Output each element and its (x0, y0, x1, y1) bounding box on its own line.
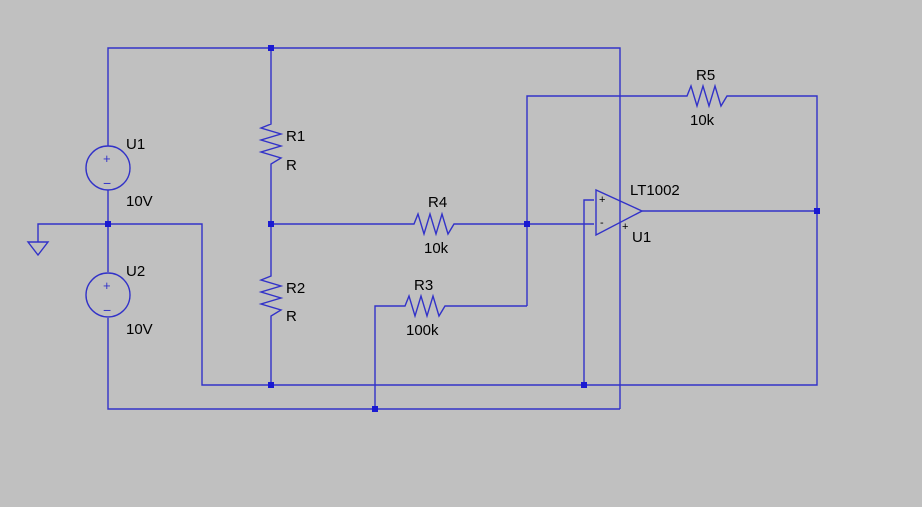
u1-minus-sign: − (103, 175, 111, 191)
wire-r3-left[interactable] (374, 305, 401, 409)
resistor-r1[interactable] (258, 120, 284, 170)
resistor-r2[interactable] (258, 272, 284, 322)
junction-dot (268, 382, 274, 388)
ground-icon (26, 241, 50, 257)
u2-plus-sign: + (103, 278, 111, 293)
r4-ref: R4 (428, 194, 447, 211)
opamp-triangle[interactable] (595, 188, 644, 237)
r4-value: 10k (424, 240, 449, 257)
wire-bottom-rail[interactable] (107, 318, 620, 410)
u2-minus-sign: − (103, 302, 111, 318)
u2-source-ref: U2 (126, 263, 145, 280)
r2-value: R (286, 308, 297, 325)
wires (37, 47, 818, 410)
opamp-supply-plus-pin: + (622, 221, 628, 233)
r2-ref: R2 (286, 280, 305, 297)
wire-opamp-plus[interactable] (583, 199, 594, 385)
wire-ground-node[interactable] (37, 211, 818, 386)
r5-ref: R5 (696, 67, 715, 84)
junction-dot (268, 221, 274, 227)
voltage-source-u1[interactable]: + − (85, 145, 131, 191)
junction-dot (372, 406, 378, 412)
u1-source-ref: U1 (126, 136, 145, 153)
opamp-part-name: LT1002 (630, 182, 680, 199)
opamp-plus-pin: + (599, 194, 605, 206)
resistor-r3[interactable] (401, 293, 453, 319)
wire-r5-out[interactable] (735, 95, 818, 211)
u1-plus-sign: + (103, 151, 111, 166)
junction-dot (581, 382, 587, 388)
u2-source-value: 10V (126, 321, 153, 338)
opamp-minus-pin: - (600, 217, 604, 229)
r1-value: R (286, 157, 297, 174)
junctions (105, 45, 820, 412)
voltage-source-u2[interactable]: + − (85, 272, 131, 318)
wire-top-rail[interactable] (107, 47, 621, 409)
r3-ref: R3 (414, 277, 433, 294)
r3-value: 100k (406, 322, 439, 339)
r1-ref: R1 (286, 128, 305, 145)
r5-value: 10k (690, 112, 715, 129)
wire-feedback-r5[interactable] (526, 95, 683, 306)
opamp-ref: U1 (632, 229, 651, 246)
junction-dot (524, 221, 530, 227)
u1-source-value: 10V (126, 193, 153, 210)
resistor-r4[interactable] (410, 211, 462, 237)
junction-dot (814, 208, 820, 214)
junction-dot (268, 45, 274, 51)
resistor-r5[interactable] (683, 83, 735, 109)
junction-dot (105, 221, 111, 227)
